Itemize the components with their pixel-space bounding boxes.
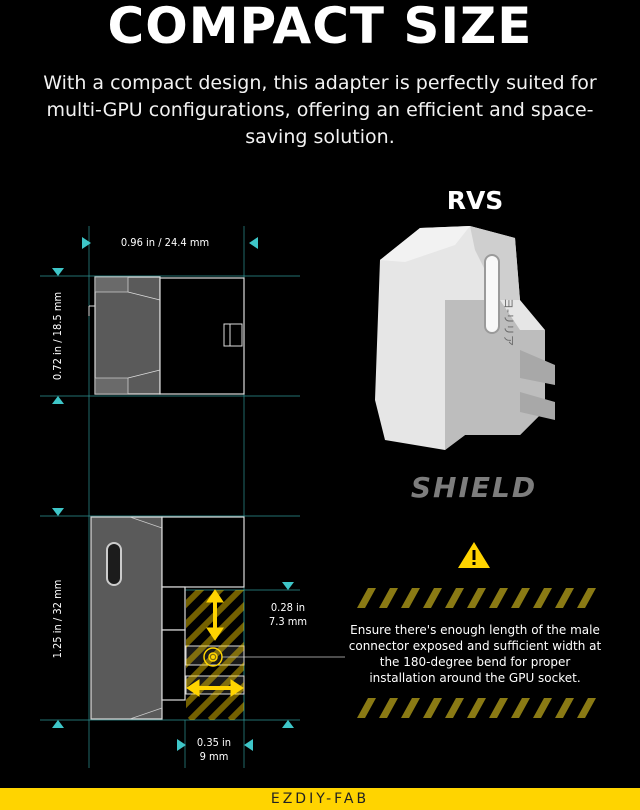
shield-logo: SHIELD xyxy=(411,471,537,504)
exposed-arrow-top xyxy=(282,582,294,590)
led-slot-icon xyxy=(484,254,500,334)
height-top-arrow-top xyxy=(52,268,64,276)
bend-arrow-left xyxy=(177,739,186,751)
dim-height-top: 0.72 in / 18.5 mm xyxy=(51,291,64,381)
bend-arrow-right xyxy=(244,739,253,751)
side-view xyxy=(90,516,245,720)
height-top-arrow-bottom xyxy=(52,396,64,404)
intro-text: With a compact design, this adapter is p… xyxy=(43,72,597,148)
installation-note: Ensure there's enough length of the male… xyxy=(348,623,602,685)
dim-bend-width-mm: 9 mm xyxy=(199,750,229,763)
height-bottom-arrow-top xyxy=(52,508,64,516)
dim-height-bottom: 1.25 in / 32 mm xyxy=(51,579,64,659)
hazard-stripe-bottom xyxy=(357,698,596,718)
product-label: RVS xyxy=(446,186,504,215)
top-view xyxy=(88,276,245,395)
exposed-arrow-bottom xyxy=(282,720,294,728)
width-arrow-right xyxy=(249,237,258,249)
led-slot-icon xyxy=(106,542,122,586)
body-logo: ヨ-リリア xyxy=(502,298,515,346)
dim-width: 0.96 in / 24.4 mm xyxy=(120,236,210,249)
brand-footer: EZDIY-FAB xyxy=(0,788,640,810)
width-arrow-left xyxy=(82,237,91,249)
dim-bend-width-in: 0.35 in xyxy=(196,736,232,749)
height-bottom-arrow-bottom xyxy=(52,720,64,728)
dim-exposed-length-in: 0.28 in xyxy=(270,601,306,614)
hazard-stripe-top xyxy=(357,588,596,608)
page-title: COMPACT SIZE xyxy=(107,0,533,55)
dim-exposed-length-mm: 7.3 mm xyxy=(268,615,308,628)
adapter-product-image: ヨ-リリア xyxy=(375,226,555,450)
warning-icon xyxy=(458,542,490,568)
bend-target-icon xyxy=(203,647,345,667)
